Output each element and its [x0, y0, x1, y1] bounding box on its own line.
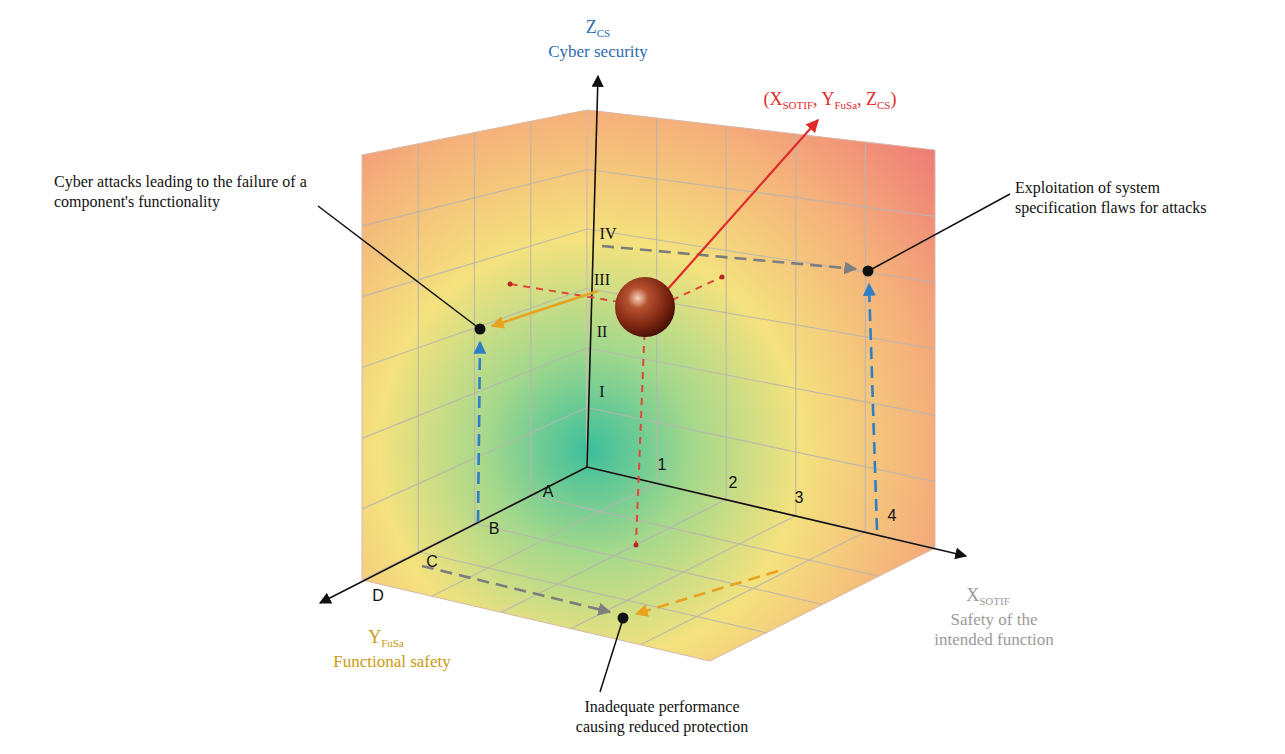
tick-label: 4: [888, 507, 897, 524]
tick-label-group: IV: [600, 224, 617, 244]
callout-text-group: Inadequate performance causing reduced p…: [562, 697, 762, 737]
callout-text: Inadequate performance causing reduced p…: [576, 698, 748, 735]
callout-text: Cyber attacks leading to the failure of …: [54, 173, 307, 210]
axis-name-group: Functional safety: [333, 652, 451, 672]
projection-line: [636, 320, 645, 543]
tick-label: C: [426, 553, 438, 570]
grid-line: [362, 348, 587, 438]
callout-text-group: Exploitation of system specification fla…: [1015, 178, 1241, 218]
callout-dot: [618, 613, 629, 624]
coordinate-label: (X: [764, 89, 783, 109]
callout-text: Exploitation of system specification fla…: [1015, 179, 1206, 216]
right-wall: [587, 110, 935, 548]
grid-line: [418, 552, 766, 633]
tick-label: 2: [729, 474, 738, 491]
x-axis: [587, 467, 966, 556]
dashed-arrow: [602, 246, 856, 269]
grid-line: [362, 408, 587, 510]
callout-dot: [863, 266, 874, 277]
subscript: FuSa: [381, 637, 404, 649]
grid-line: [362, 170, 587, 226]
subscript: CS: [597, 27, 610, 39]
leader-line: [600, 622, 622, 692]
coordinate-label: ): [891, 89, 897, 109]
tick-label-group: I: [599, 382, 604, 402]
grid-line: [362, 229, 587, 297]
callout-dot: [475, 324, 486, 335]
dashed-arrow: [478, 342, 480, 522]
leader-line: [872, 194, 1010, 269]
tick-label: D: [372, 587, 384, 604]
tick-label-group: 4: [888, 506, 897, 526]
tick-label-group: II: [597, 322, 608, 342]
tick-label: III: [594, 271, 610, 288]
axis-title: Y: [368, 627, 381, 647]
subscript: SOTIF: [783, 99, 814, 111]
tick-label-group: A: [543, 482, 554, 502]
tick-label: IV: [600, 225, 617, 242]
grid-line: [587, 229, 935, 283]
dashed-arrow: [869, 284, 877, 530]
subscript: FuSa: [834, 99, 857, 111]
tick-label-group: D: [372, 586, 384, 606]
axis-title: Z: [586, 17, 597, 37]
projection-point: [634, 543, 639, 548]
grid-line: [531, 495, 879, 576]
grid-line: [587, 170, 935, 217]
projection-line: [672, 277, 722, 300]
solid-arrow: [492, 291, 598, 326]
grid-line: [475, 524, 823, 605]
axis-title-group: XSOTIF: [966, 585, 1010, 611]
tick-label: 3: [795, 489, 804, 506]
tick-label-group: 3: [795, 488, 804, 508]
coordinate-label: , Y: [813, 89, 834, 109]
tick-label: B: [489, 520, 500, 537]
axis-title: X: [966, 585, 979, 605]
tick-label-group: 2: [729, 473, 738, 493]
callout-text-group: Cyber attacks leading to the failure of …: [54, 172, 318, 212]
axis-title-group: ZCS: [586, 17, 610, 43]
floor-plane: [362, 467, 935, 661]
subscript: SOTIF: [979, 595, 1010, 607]
tick-label-group: C: [426, 552, 438, 572]
projection-point: [720, 275, 725, 280]
tick-label-group: B: [489, 519, 500, 539]
grid-line: [362, 289, 587, 368]
tick-label-group: III: [594, 270, 610, 290]
axis-title-group: YFuSa: [368, 627, 404, 653]
axis-name: Safety of the intended function: [934, 610, 1053, 649]
axis-name: Functional safety: [333, 652, 451, 671]
axis-name-group: Cyber security: [548, 42, 648, 62]
projection-point: [508, 282, 513, 287]
coordinate-label-group: (XSOTIF, YFuSa, ZCS): [764, 89, 897, 115]
subscript: CS: [877, 99, 890, 111]
grid-line: [587, 348, 935, 415]
coordinate-arrow: [667, 120, 818, 290]
axis-name-group: Safety of the intended function: [924, 610, 1064, 650]
tick-label: I: [599, 383, 604, 400]
coordinate-label: , Z: [857, 89, 877, 109]
y-axis: [320, 467, 587, 603]
tick-label-group: 1: [658, 455, 667, 475]
grid-lines: [362, 118, 935, 645]
tick-label: 1: [658, 456, 667, 473]
dashed-arrow: [636, 571, 778, 614]
tick-label: II: [597, 323, 608, 340]
grid-line: [587, 408, 935, 482]
axis-name: Cyber security: [548, 42, 648, 61]
state-sphere: [615, 277, 675, 337]
leader-line: [318, 206, 476, 326]
dashed-arrow: [422, 566, 610, 612]
tick-label: A: [543, 483, 554, 500]
